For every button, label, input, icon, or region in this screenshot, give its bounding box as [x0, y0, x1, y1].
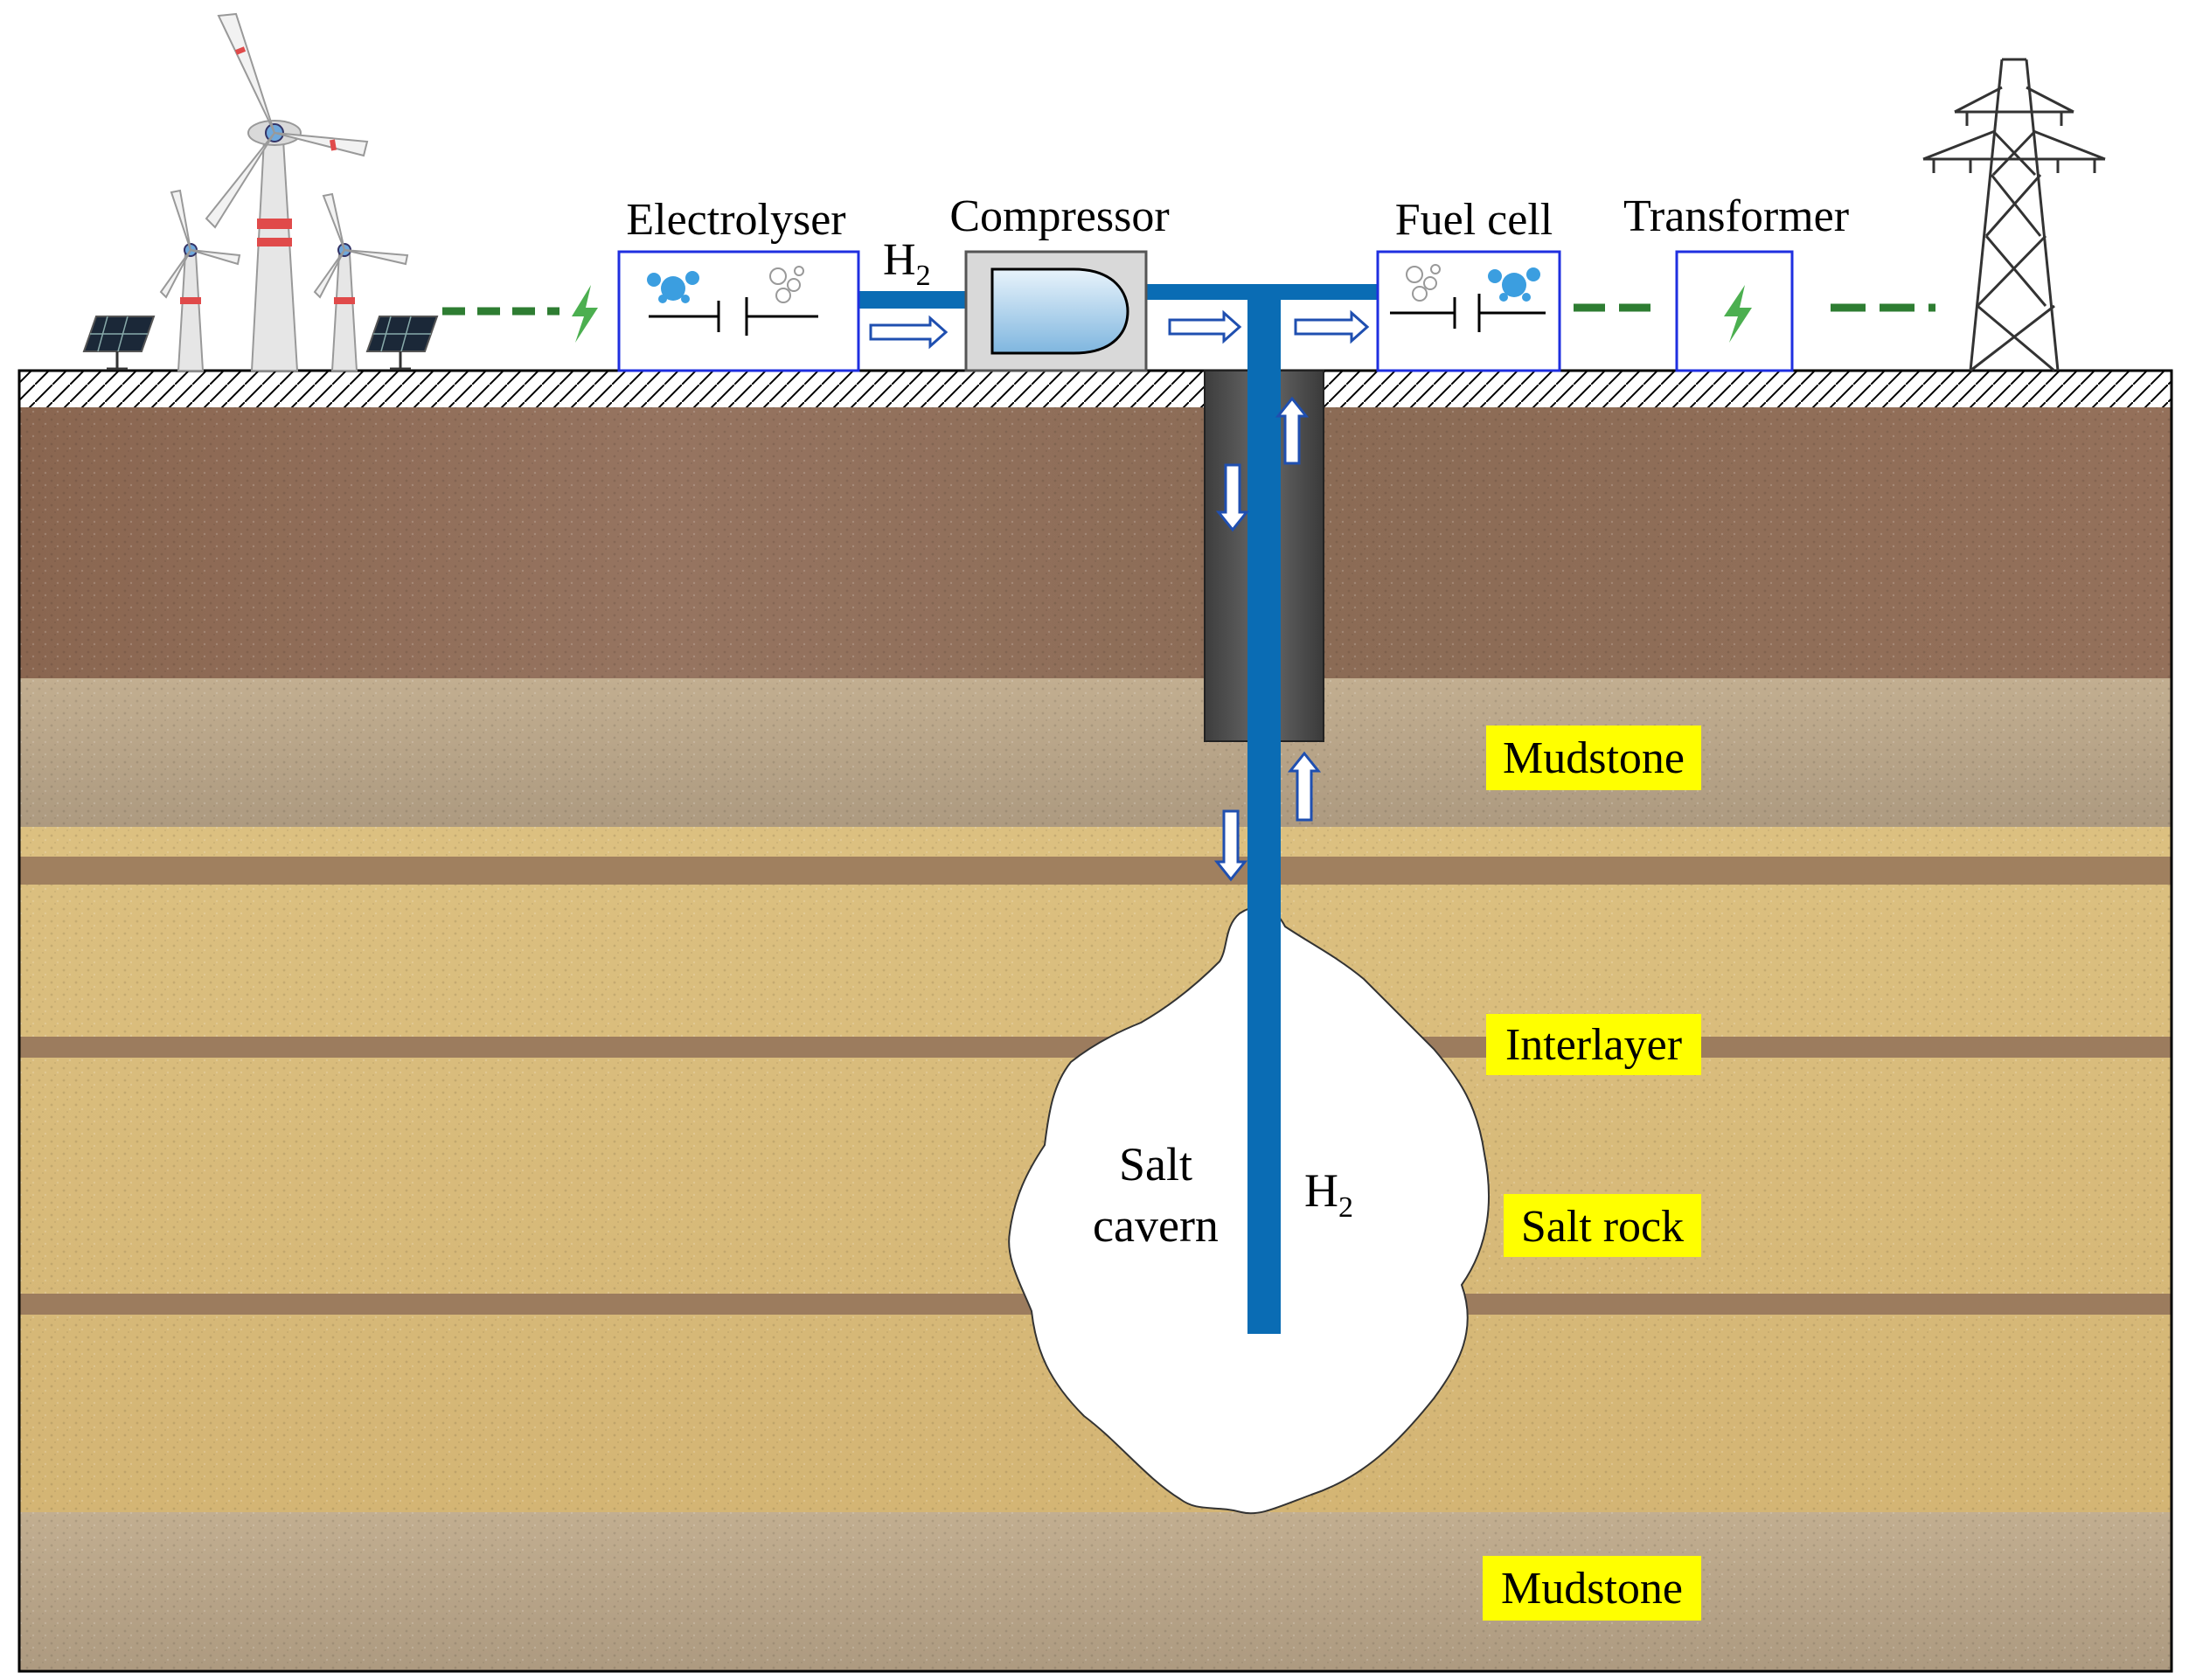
svg-text:Interlayer: Interlayer: [1505, 1020, 1682, 1070]
interlayer-band-1: [19, 857, 2172, 885]
compressor-unit: [964, 250, 1148, 372]
layer-label-mudstone-top: Mudstone: [1486, 725, 1701, 790]
salt-cavern-label-line2: cavern: [1093, 1199, 1219, 1252]
water-drops-icon: [647, 271, 699, 303]
layer-label-interlayer: Interlayer: [1486, 1014, 1701, 1075]
water-drops-icon: [1488, 267, 1540, 302]
arrow-up-icon: [1287, 751, 1322, 822]
hydrogen-pipeline: [859, 284, 1377, 1334]
pipe-electrolyser-compressor: [859, 291, 966, 309]
arrow-up-icon: [1275, 396, 1310, 465]
svg-text:Salt rock: Salt rock: [1521, 1202, 1684, 1252]
ground-surface: [19, 371, 2172, 407]
gas-bubbles-icon: [1406, 264, 1441, 302]
pipe-well-vertical: [1247, 288, 1281, 1334]
fuel-cell-label: Fuel cell: [1395, 195, 1553, 245]
transmission-tower-icon: [1922, 58, 2106, 372]
electrolyser-label: Electrolyser: [626, 195, 845, 245]
arrow-right-icon: [1168, 309, 1242, 344]
compressor-label: Compressor: [949, 191, 1169, 241]
arrow-down-icon: [1213, 809, 1248, 882]
h2-label-cavern: H2: [1304, 1164, 1353, 1224]
salt-cavern-label-line1: Salt: [1119, 1138, 1192, 1191]
transformer-label: Transformer: [1623, 191, 1849, 241]
arrow-down-icon: [1215, 463, 1250, 532]
svg-text:Mudstone: Mudstone: [1503, 733, 1685, 783]
fuel-cell-unit: [1376, 250, 1561, 372]
wind-turbine-icon: [313, 192, 409, 371]
layer-label-mudstone-bottom: Mudstone: [1483, 1556, 1701, 1621]
wind-turbine-icon: [205, 12, 369, 371]
solar-panel-icon: [365, 316, 439, 371]
gas-bubbles-icon: [769, 266, 804, 303]
transformer-unit: [1675, 250, 1794, 372]
wind-turbine-icon: [159, 189, 241, 371]
lightning-icon: [1724, 285, 1752, 343]
flow-arrows: [869, 309, 1370, 882]
h2-label-pipe: H2: [883, 235, 931, 292]
solar-panel-icon: [82, 316, 156, 371]
ground-strata: [17, 369, 2173, 1673]
layer-label-salt-rock: Salt rock: [1504, 1194, 1701, 1257]
electrolyser-unit: [617, 250, 860, 372]
svg-text:Mudstone: Mudstone: [1501, 1564, 1683, 1614]
lightning-icon: [572, 285, 598, 343]
arrow-right-icon: [869, 315, 949, 350]
arrow-right-icon: [1294, 309, 1370, 344]
